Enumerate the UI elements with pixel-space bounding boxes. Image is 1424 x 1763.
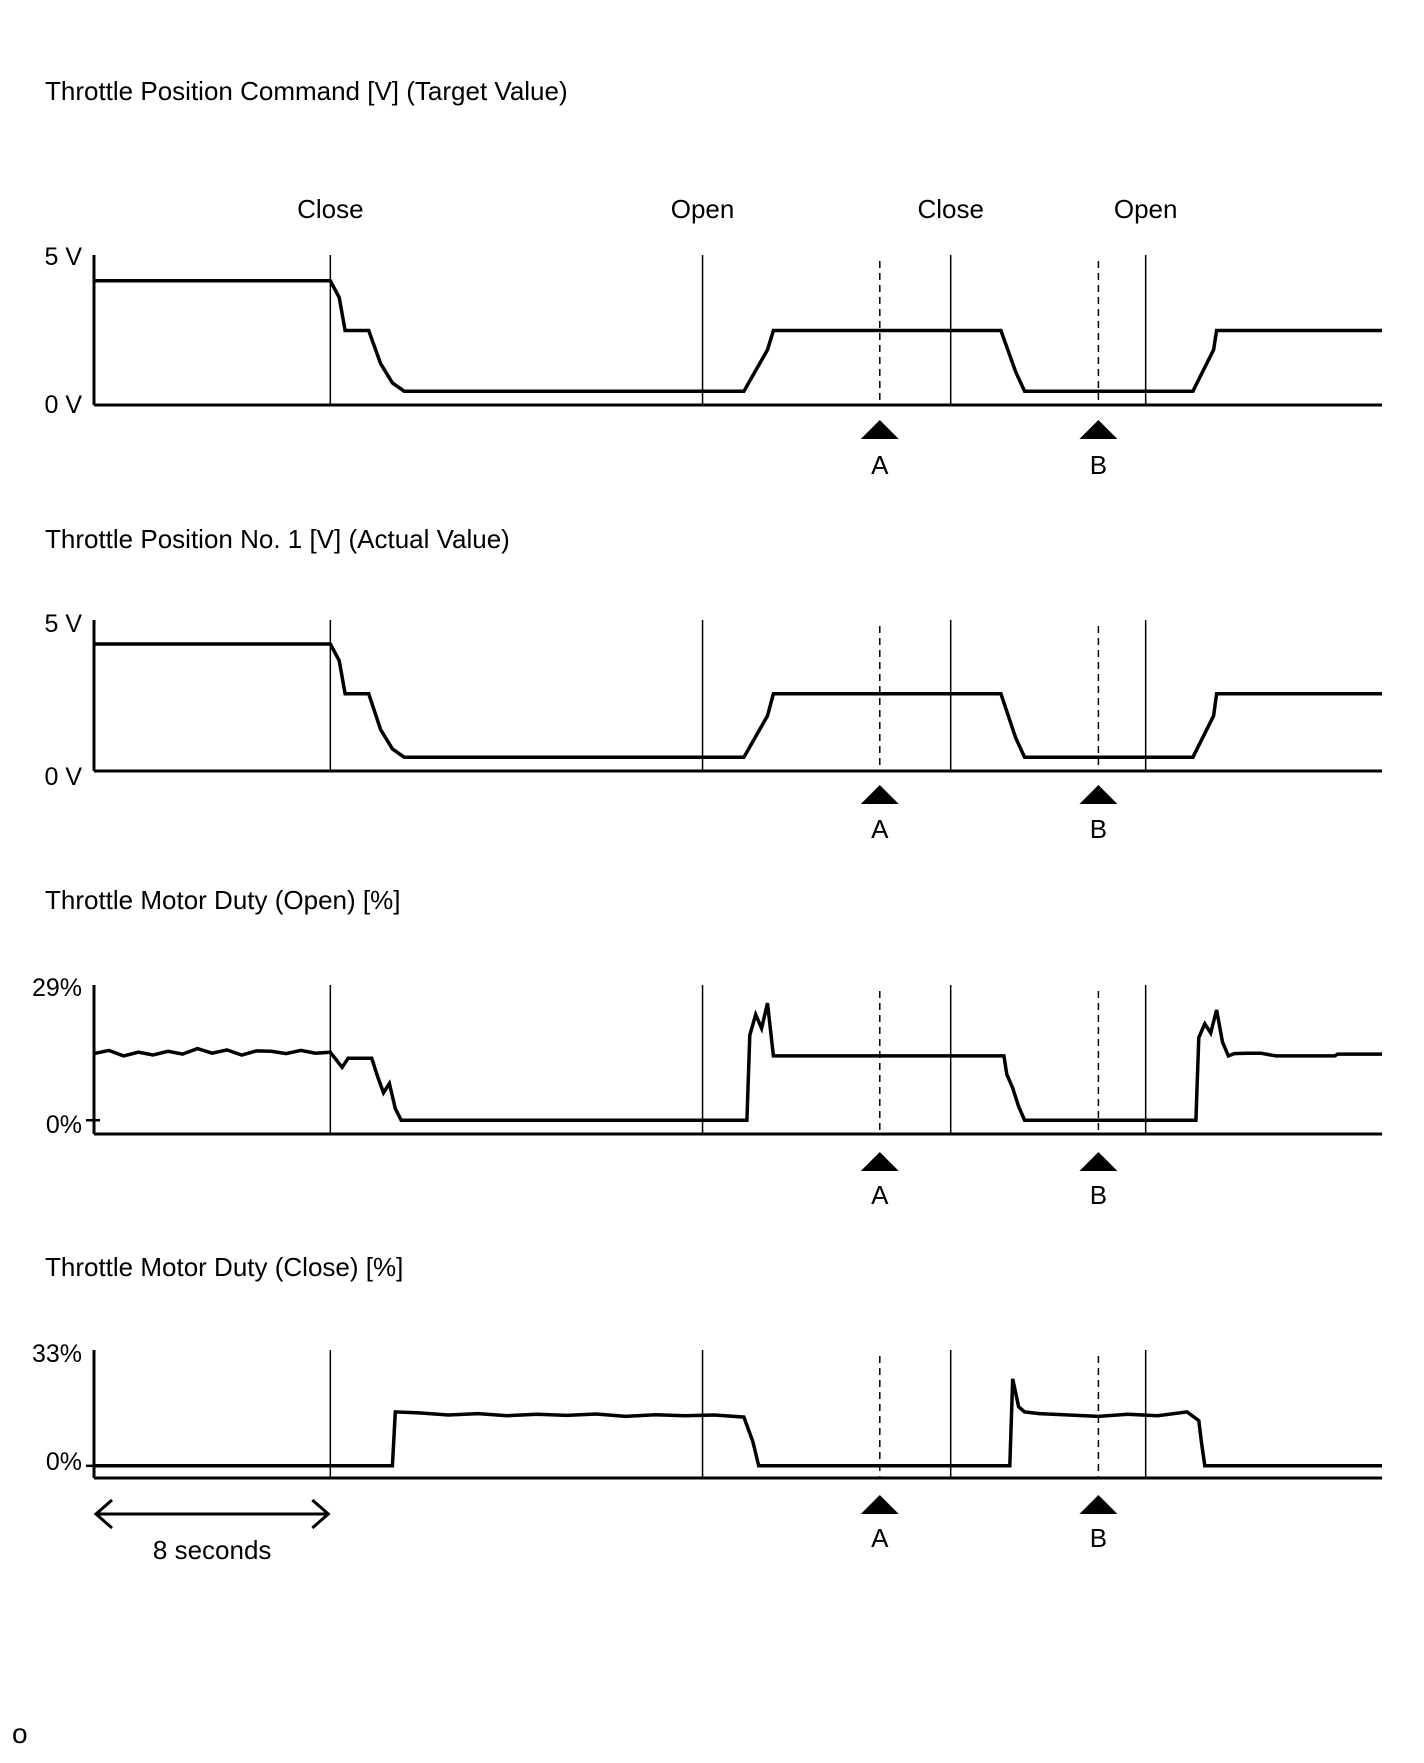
phase-label: Close bbox=[297, 194, 363, 224]
phase-label: Open bbox=[671, 194, 735, 224]
marker-triangle bbox=[860, 420, 899, 439]
phase-label: Open bbox=[1114, 194, 1178, 224]
panel-title: Throttle Motor Duty (Open) [%] bbox=[45, 885, 400, 915]
y-top-label: 29% bbox=[32, 974, 82, 1002]
panel-title: Throttle Position Command [V] (Target Va… bbox=[45, 76, 568, 106]
panel-title: Throttle Motor Duty (Close) [%] bbox=[45, 1252, 403, 1282]
marker-triangle bbox=[1079, 785, 1118, 804]
y-top-label: 5 V bbox=[44, 610, 82, 638]
y-bottom-label: 0% bbox=[46, 1111, 82, 1139]
marker-label: A bbox=[871, 814, 889, 844]
marker-triangle bbox=[1079, 1495, 1118, 1514]
y-bottom-label: 0% bbox=[46, 1448, 82, 1476]
marker-label: B bbox=[1090, 450, 1107, 480]
marker-triangle bbox=[860, 1152, 899, 1171]
panel-title: Throttle Position No. 1 [V] (Actual Valu… bbox=[45, 524, 510, 554]
marker-label: A bbox=[871, 450, 889, 480]
marker-triangle bbox=[1079, 420, 1118, 439]
marker-triangle bbox=[860, 785, 899, 804]
time-scale-arrowhead-left bbox=[93, 1498, 113, 1530]
waveform-line bbox=[94, 1378, 1382, 1468]
marker-label: A bbox=[871, 1523, 889, 1553]
y-top-label: 5 V bbox=[44, 243, 82, 271]
figure-reference: o bbox=[12, 1718, 28, 1749]
y-top-label: 33% bbox=[32, 1340, 82, 1368]
y-bottom-label: 0 V bbox=[44, 763, 82, 791]
marker-label: A bbox=[871, 1180, 889, 1210]
marker-label: B bbox=[1090, 1523, 1107, 1553]
waveform-line bbox=[94, 279, 1382, 393]
time-scale-arrowhead-right bbox=[311, 1498, 331, 1530]
waveform-line bbox=[93, 1002, 1382, 1122]
marker-label: B bbox=[1090, 1180, 1107, 1210]
phase-label: Close bbox=[917, 194, 983, 224]
marker-triangle bbox=[860, 1495, 899, 1514]
y-bottom-label: 0 V bbox=[44, 391, 82, 419]
marker-label: B bbox=[1090, 814, 1107, 844]
time-scale-label: 8 seconds bbox=[153, 1535, 272, 1565]
marker-triangle bbox=[1079, 1152, 1118, 1171]
waveform-line bbox=[94, 642, 1382, 759]
